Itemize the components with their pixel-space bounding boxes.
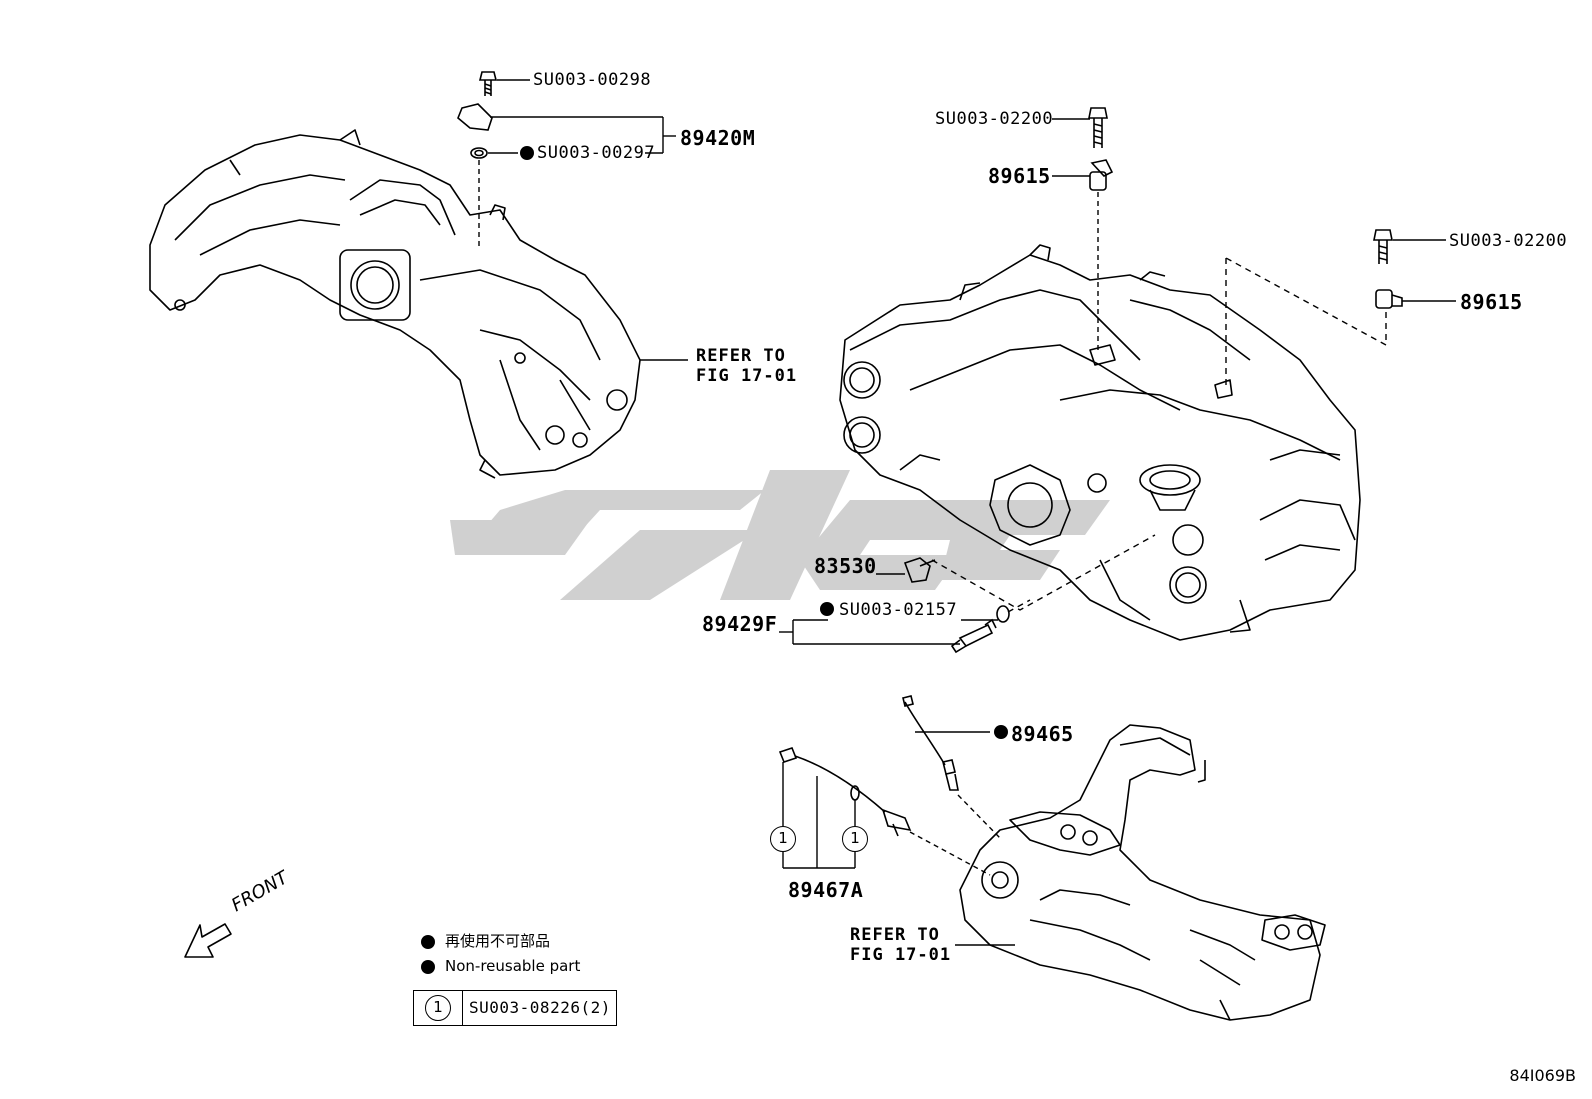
circled-1-icon: 1 [770, 826, 796, 852]
water-temp-sensor [950, 605, 1010, 654]
exhaust-manifold [959, 724, 1326, 1021]
label-su003-00298: SU003-00298 [533, 70, 652, 90]
intake-sensor-assembly [457, 71, 498, 159]
non-reusable-dot-icon [421, 935, 435, 949]
label-su003-02157: SU003-02157 [839, 600, 958, 620]
legend-key-box: 1 SU003-08226(2) [413, 990, 617, 1026]
legend-jp-text: 再使用不可部品 [445, 932, 551, 950]
legend-en-text: Non-reusable part [445, 957, 581, 975]
label-89615-left: 89615 [988, 164, 1051, 188]
legend-key-part: SU003-08226(2) [469, 998, 611, 1017]
label-89429f: 89429F [702, 612, 778, 636]
front-arrow-icon [184, 923, 232, 958]
knock-sensor-left [1088, 107, 1114, 191]
label-su003-00297: SU003-00297 [537, 143, 656, 163]
legend-divider [462, 991, 463, 1025]
label-83530: 83530 [814, 554, 877, 578]
label-89467a: 89467A [788, 878, 864, 902]
engine-block [839, 244, 1361, 641]
label-su003-02200-right: SU003-02200 [1449, 231, 1568, 251]
figure-code: 84I069B [1509, 1066, 1576, 1085]
circled-1-icon: 1 [425, 995, 451, 1021]
label-89465: 89465 [1011, 722, 1074, 746]
intake-manifold [149, 129, 641, 479]
circled-1-icon: 1 [842, 826, 868, 852]
non-reusable-dot-icon [994, 725, 1008, 739]
watermark-logo-icon [450, 470, 1110, 600]
non-reusable-dot-icon [820, 602, 834, 616]
front-o2-sensor [902, 695, 959, 791]
refer-to-fig-exhaust: REFER TO FIG 17-01 [850, 925, 952, 965]
rear-af-sensor [778, 747, 912, 837]
label-89615-right: 89615 [1460, 290, 1523, 314]
label-89420m: 89420M [680, 126, 756, 150]
non-reusable-dot-icon [421, 960, 435, 974]
knock-sensor-right [1373, 229, 1403, 309]
non-reusable-dot-icon [520, 146, 534, 160]
refer-to-fig-intake: REFER TO FIG 17-01 [696, 346, 798, 386]
label-su003-02200-left: SU003-02200 [935, 109, 1054, 129]
